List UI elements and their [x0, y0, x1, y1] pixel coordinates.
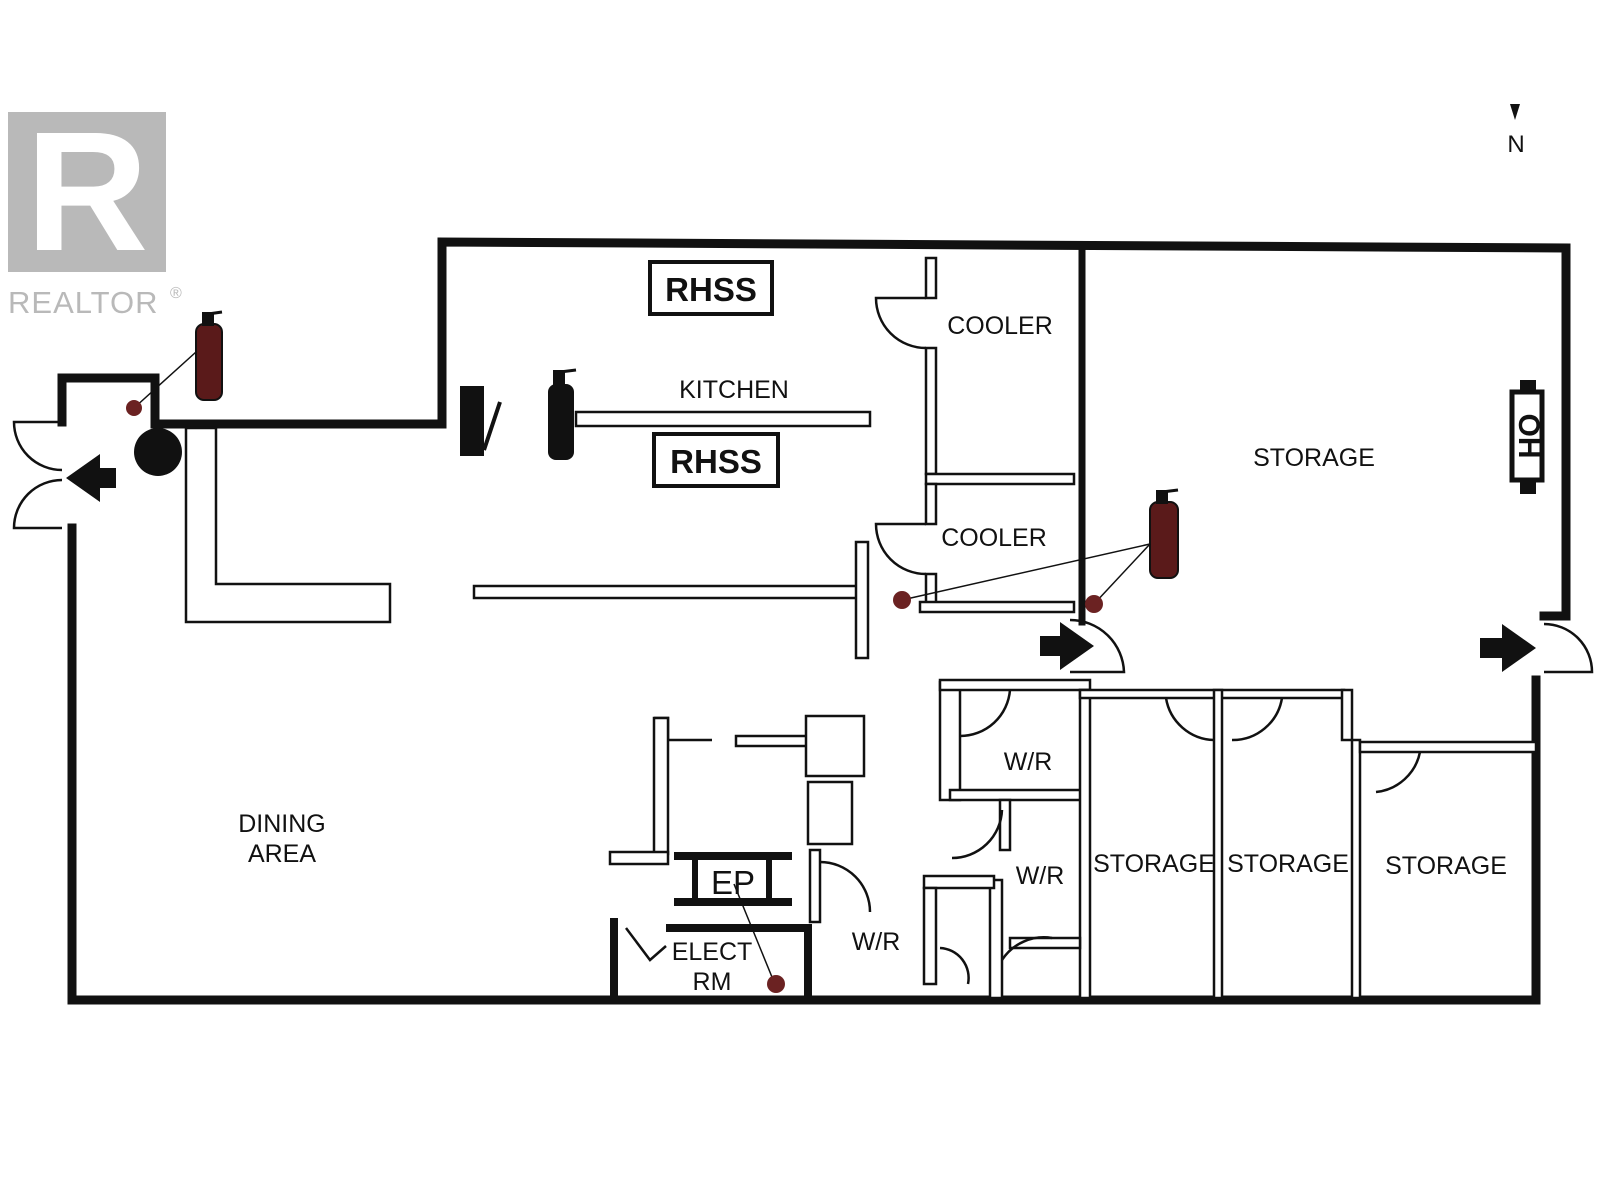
main-entry-door-upper: [12, 420, 63, 472]
overhead-door-symbol: OH: [1509, 380, 1545, 494]
fire-extinguisher-icon-kitchen: [548, 368, 577, 460]
elect-rm-label-line1: ELECT: [672, 938, 753, 966]
kitchen-label: KITCHEN: [679, 376, 789, 404]
wr-2-door: [951, 809, 1004, 860]
interior-walls: [184, 256, 1538, 1000]
storage-1-door: [1164, 697, 1215, 742]
exit-arrows: [66, 454, 1536, 672]
realtor-logo: R REALTOR ®: [8, 97, 182, 320]
fire-extinguisher-icon-entry: [195, 310, 223, 401]
cooler-2-door: [874, 522, 927, 576]
north-label: N: [1507, 131, 1524, 158]
electrical-panel-symbol: EP: [674, 852, 792, 906]
storage-main-label: STORAGE: [1253, 444, 1375, 472]
storage-3-door: [1375, 751, 1422, 794]
wr-2-label: W/R: [1016, 862, 1065, 890]
wr-2-lower-door: [1000, 936, 1053, 961]
dining-label-line2: AREA: [248, 840, 316, 868]
elect-rm-label-line2: RM: [693, 968, 732, 996]
kitchen-fixture-icon: [460, 386, 502, 456]
storage-2-label: STORAGE: [1227, 850, 1349, 878]
main-entry-door-lower: [12, 478, 63, 530]
dining-label-line1: DINING: [238, 810, 326, 838]
column-marker: [134, 428, 182, 476]
rhss-symbol-top: RHSS: [648, 260, 774, 316]
storage-main-door: [1069, 618, 1126, 674]
doors: [12, 296, 1594, 985]
realtor-monogram: R: [26, 97, 149, 287]
wr-3-door: [819, 860, 872, 913]
room-labels: KITCHEN COOLER COOLER STORAGE DINING ARE…: [238, 312, 1507, 996]
exit-arrow-left-icon: [66, 454, 116, 502]
cooler-1-door: [874, 296, 927, 350]
elect-rm-door: [625, 927, 667, 962]
storage-3-label: STORAGE: [1385, 852, 1507, 880]
rhss-top-label: RHSS: [665, 271, 757, 308]
wr-3-label: W/R: [852, 928, 901, 956]
oh-label: OH: [1512, 414, 1545, 459]
cooler-1-label: COOLER: [947, 312, 1053, 340]
rhss-symbol-bottom: RHSS: [652, 432, 780, 488]
fire-extinguishers: [195, 310, 1179, 579]
rhss-bottom-label: RHSS: [670, 443, 762, 480]
storage-1-label: STORAGE: [1093, 850, 1215, 878]
realtor-registered-mark: ®: [170, 285, 182, 302]
wr-1-door: [959, 689, 1012, 738]
ep-label: EP: [711, 864, 755, 901]
arrow-right-icon-storage: [1040, 622, 1094, 670]
wr-1-label: W/R: [1004, 748, 1053, 776]
fire-extinguisher-icon-storage: [1149, 488, 1179, 579]
cooler-2-label: COOLER: [941, 524, 1047, 552]
north-arrow-icon: N: [1507, 104, 1525, 158]
realtor-wordmark: REALTOR: [8, 285, 159, 320]
location-markers: [126, 351, 1151, 993]
arrow-right-icon-rear-exit: [1480, 624, 1536, 672]
storage-2-door: [1231, 697, 1284, 742]
electrical-room-walls: [610, 918, 812, 1000]
wr-3-small-door: [939, 946, 970, 985]
rear-exit-door: [1543, 622, 1594, 674]
